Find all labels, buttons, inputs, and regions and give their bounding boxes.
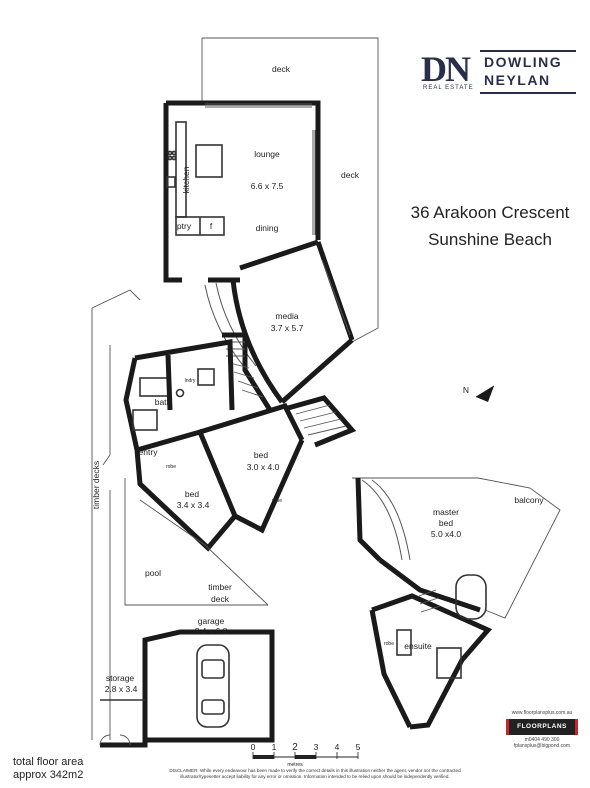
fpp-logo: FLOORPLANS PLUS bbox=[506, 719, 578, 746]
label-media: media bbox=[275, 311, 298, 321]
scale-tick-1: 1 bbox=[272, 742, 277, 752]
compass-label: N bbox=[463, 385, 469, 395]
total-area-line1: total floor area bbox=[13, 756, 84, 768]
label-fridge: f bbox=[210, 221, 213, 231]
disclaimer: DISCLAIMER: While every endeavour has be… bbox=[169, 768, 461, 779]
label-deck-top: deck bbox=[272, 64, 291, 74]
label-robe-1: robe bbox=[166, 464, 176, 470]
label-robe-2: robe bbox=[272, 498, 282, 504]
fpp-url: www.floorplansplus.com.au bbox=[511, 710, 573, 716]
label-pool: pool bbox=[145, 568, 161, 578]
brand-logo-initials: DN bbox=[421, 49, 471, 89]
deck-outline bbox=[201, 37, 379, 343]
floorplans-plus-badge: www.floorplansplus.com.au FLOORPLANS PLU… bbox=[500, 710, 584, 776]
scale-tick-5: 5 bbox=[356, 742, 361, 752]
label-deck-right: deck bbox=[341, 170, 360, 180]
label-bed-b-dims: 3.0 x 4.0 bbox=[247, 462, 280, 472]
scale-tick-2: 2 bbox=[292, 742, 298, 753]
label-bed-b: bed bbox=[254, 450, 268, 460]
label-lounge-dims: 6.6 x 7.5 bbox=[251, 181, 284, 191]
label-bath: bath bbox=[155, 397, 172, 407]
service-walls bbox=[123, 339, 235, 451]
label-kitchen: kitchen bbox=[181, 166, 191, 193]
label-garage-dims: 3.4 x 6.8 bbox=[195, 626, 228, 636]
label-timber-deck-1: timber bbox=[208, 582, 232, 592]
bed-walls bbox=[134, 395, 357, 552]
master-walls bbox=[352, 477, 561, 730]
brand-name-line1: DOWLING bbox=[484, 54, 563, 70]
ground-outlines bbox=[91, 289, 275, 748]
label-robe-3: robe bbox=[384, 641, 394, 647]
brand-logo: DN REAL ESTATE bbox=[421, 51, 477, 95]
fpp-email: fplansplus@bigpond.com bbox=[513, 743, 571, 749]
label-bed-a-dims: 3.4 x 3.4 bbox=[177, 500, 210, 510]
living-walls bbox=[163, 100, 321, 283]
label-garage: garage bbox=[198, 616, 225, 626]
brand-logo-subtitle: REAL ESTATE bbox=[423, 85, 474, 91]
brand-name: DOWLING NEYLAN bbox=[480, 50, 576, 94]
total-area-line2: approx 342m2 bbox=[13, 769, 84, 781]
brand-rule-top bbox=[480, 50, 576, 52]
label-ensuite: ensuite bbox=[404, 641, 432, 651]
fpp-phone: m0404 490 300 bbox=[524, 737, 560, 743]
label-laundry: lndry bbox=[185, 378, 196, 384]
address-line1: 36 Arakoon Crescent bbox=[410, 203, 570, 222]
label-bed-a: bed bbox=[185, 489, 199, 499]
scale-tick-0: 0 bbox=[251, 742, 256, 752]
scale-unit: metres bbox=[287, 762, 303, 768]
address-line2: Sunshine Beach bbox=[428, 230, 552, 249]
total-floor-area: total floor area approx 342m2 bbox=[13, 756, 123, 782]
media-walls bbox=[204, 241, 355, 404]
scale-tick-3: 3 bbox=[314, 742, 319, 752]
label-storage: storage bbox=[106, 673, 135, 683]
scale-tick-4: 4 bbox=[335, 742, 340, 752]
label-timber-deck-2: deck bbox=[211, 594, 230, 604]
label-entry: entry bbox=[139, 447, 159, 457]
label-master-dims: 5.0 x4.0 bbox=[431, 529, 462, 539]
brand-rule-bottom bbox=[480, 92, 576, 94]
label-balcony: balcony bbox=[514, 495, 544, 505]
scale-bar bbox=[252, 752, 359, 759]
label-lounge: lounge bbox=[254, 149, 280, 159]
label-pantry: ptry bbox=[177, 221, 192, 231]
label-media-dims: 3.7 x 5.7 bbox=[271, 323, 304, 333]
brand-name-line2: NEYLAN bbox=[484, 72, 551, 88]
label-master-2: bed bbox=[439, 518, 453, 528]
label-storage-dims: 2.8 x 3.4 bbox=[105, 684, 138, 694]
label-timber-decks: timber decks bbox=[91, 461, 101, 509]
label-dining: dining bbox=[256, 223, 279, 233]
north-compass bbox=[475, 385, 495, 402]
label-master-1: master bbox=[433, 507, 459, 517]
